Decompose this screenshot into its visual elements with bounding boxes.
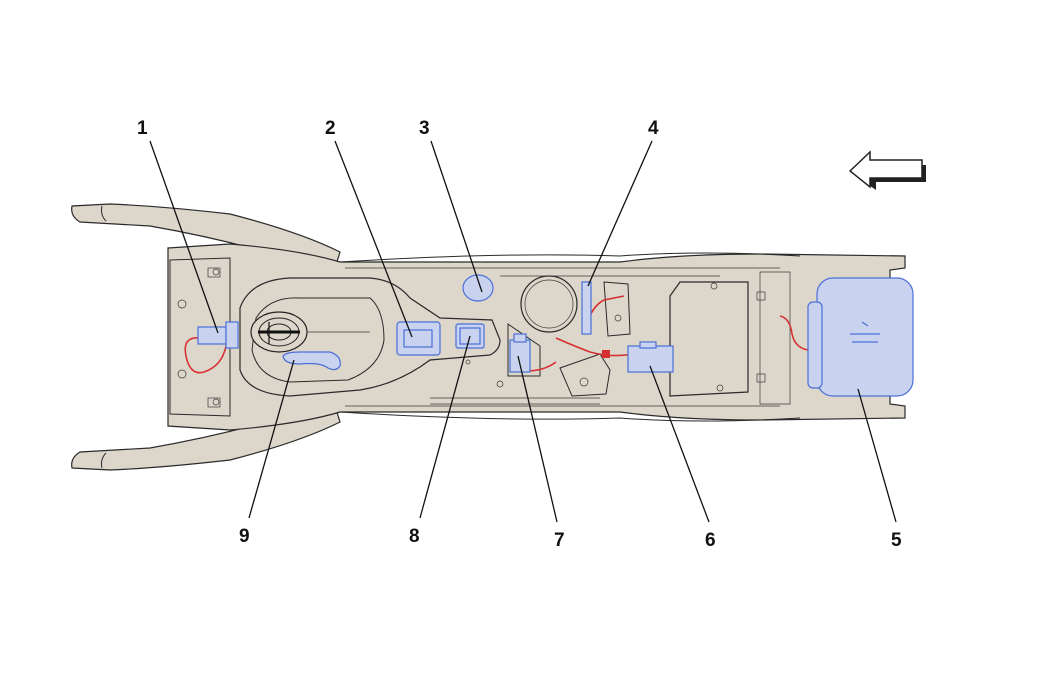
leader-lines [149, 140, 897, 523]
component-4 [581, 281, 592, 335]
callout-4: 4 [648, 118, 659, 139]
callout-8: 8 [409, 526, 420, 547]
component-3 [462, 274, 494, 302]
wiring-harness [184, 295, 817, 374]
component-7 [509, 333, 531, 373]
callout-3: 3 [419, 118, 430, 139]
callout-6: 6 [705, 530, 716, 551]
callout-2: 2 [325, 118, 336, 139]
callout-5: 5 [891, 530, 902, 551]
arrow-left-icon [848, 150, 926, 190]
component-5 [807, 277, 914, 397]
callout-1: 1 [137, 118, 148, 139]
callout-7: 7 [554, 530, 565, 551]
gear-knob [250, 311, 370, 353]
shifter-surround [239, 277, 501, 397]
round-storage [520, 275, 578, 333]
component-1 [197, 321, 239, 349]
component-9 [282, 351, 341, 371]
rear-storage-tray [669, 281, 749, 397]
center-console [71, 203, 906, 471]
callout-labels: 1 2 3 4 5 6 7 8 9 [137, 118, 902, 551]
callout-9: 9 [239, 526, 250, 547]
component-2 [396, 321, 441, 356]
